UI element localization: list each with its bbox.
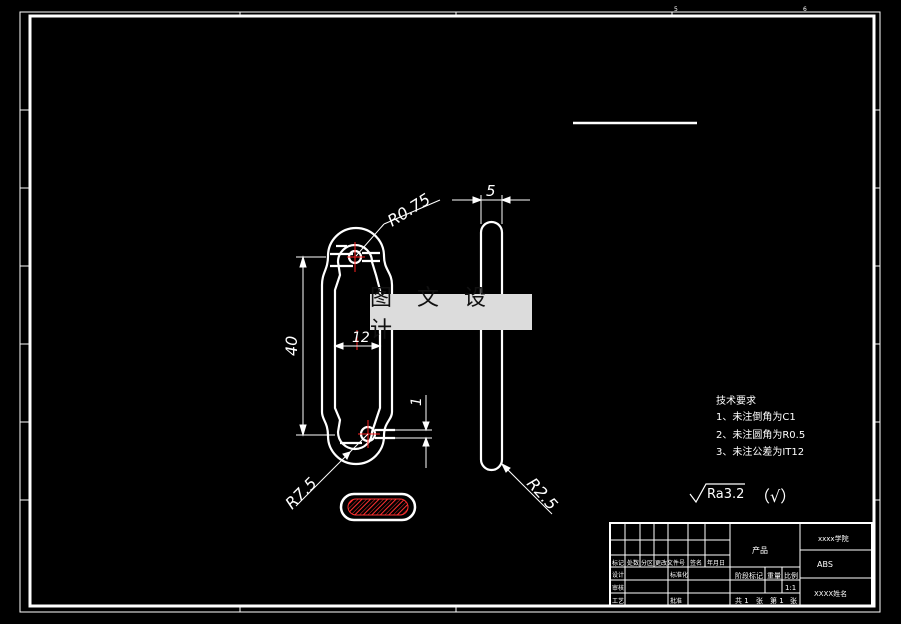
tb-col-label-5: 签名 <box>690 559 702 567</box>
tb-col-label-3: 分区 <box>641 559 653 567</box>
roughness-value: Ra3.2 <box>707 487 744 502</box>
tb-design: 设计 <box>612 571 624 579</box>
dim-40-label: 40 <box>282 336 301 356</box>
tb-approve: 批准 <box>670 597 682 605</box>
roughness-remark: （√） <box>754 487 796 506</box>
tb-name: XXXX姓名 <box>814 589 847 598</box>
dim-r75 <box>295 433 369 507</box>
tb-sheet-2: 张 <box>790 596 797 605</box>
tech-item-3: 3、未注公差为IT12 <box>716 445 804 458</box>
tb-col-label-2: 处数 <box>627 559 639 567</box>
tech-item-1: 1、未注倒角为C1 <box>716 410 796 423</box>
tb-col-label-1: 标记 <box>612 559 624 567</box>
inner-border <box>28 14 876 608</box>
border-zone-ticks <box>20 12 880 612</box>
roughness-symbol <box>689 483 745 504</box>
buckle-inner-outline <box>333 243 382 451</box>
dim-1-label: 1 <box>409 397 425 406</box>
border-mark-6: 6 <box>803 6 807 13</box>
tb-scale: 比例 <box>784 571 798 580</box>
tb-weight: 重量 <box>767 572 781 580</box>
tech-item-2: 2、未注圆角为R0.5 <box>716 428 805 441</box>
dim-40 <box>296 255 335 437</box>
watermark-label: 图 文 设 计 <box>370 286 532 343</box>
dim-5 <box>452 195 530 224</box>
outer-border <box>19 11 881 613</box>
tb-sheet: 张 <box>756 596 763 605</box>
side-view <box>479 220 504 472</box>
dim-12-label: 12 <box>352 330 370 346</box>
tb-stage: 阶段标记 <box>735 571 763 580</box>
dim-5-label: 5 <box>486 182 496 200</box>
tb-col-label-6: 年月日 <box>707 559 725 567</box>
tb-product: 产品 <box>752 545 768 555</box>
dim-r25 <box>500 462 553 515</box>
buckle-outer-outline <box>320 226 394 466</box>
tb-process: 工艺 <box>612 597 624 605</box>
section-view <box>339 492 417 522</box>
dim-r25-label: R2.5 <box>523 474 562 514</box>
tech-title: 技术要求 <box>716 394 756 407</box>
tb-review: 审核 <box>612 584 624 592</box>
tb-total: 共 1 <box>735 596 749 605</box>
tb-material: ABS <box>817 560 833 569</box>
dim-r075 <box>355 199 441 257</box>
title-block <box>609 522 873 607</box>
tb-scale-value: 1:1 <box>785 584 796 592</box>
dim-12 <box>333 342 382 350</box>
dim-r75-label: R7.5 <box>281 474 320 513</box>
tb-col-label-4: 更改文件号 <box>655 559 685 567</box>
dim-r075-label: R0.75 <box>384 190 434 231</box>
dim-1 <box>395 395 432 468</box>
border-mark-5: 5 <box>674 6 678 13</box>
tb-nth: 第 1 <box>770 596 784 605</box>
tb-school: xxxx学院 <box>818 534 849 543</box>
tb-standardize: 标准化 <box>670 571 688 579</box>
